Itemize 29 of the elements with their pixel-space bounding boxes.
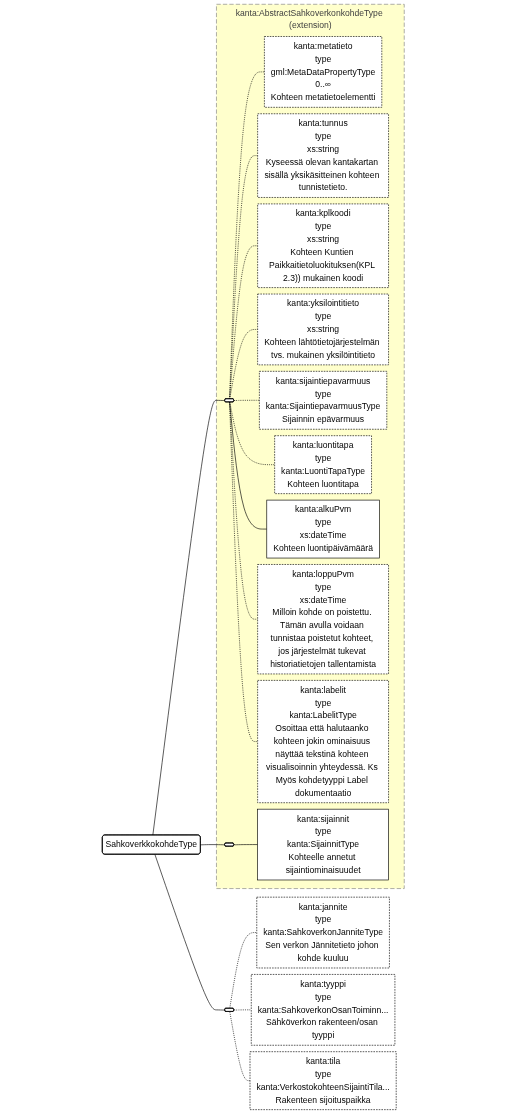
connector (229, 155, 258, 400)
connector (152, 400, 225, 836)
connector (233, 844, 258, 846)
node-box: kanta:labelit type kanta:LabelitType Osoittaa että halutaanko kohteen jokin ominaisuus näyttää tekstinä kohteen visualisoinnin yhteydessä. Ks Myös kohdetyyppi Label dokumentaatio (257, 680, 389, 804)
connector (229, 1011, 251, 1081)
node-box: kanta:kplkoodi type xs:string Kohteen Kuntien Paikkaitietoluokituksen(KPL 2.3)) mukainen koodi (257, 203, 389, 288)
node-box: kanta:loppuPvm type xs:dateTime Milloin kohde on poistettu. Tämän avulla voidaan tunnistaa poistetut kohteet, jos järjestelmät tukevat historiatietojen tallentamista (257, 564, 389, 675)
node-box: kanta:tila type kanta:VerkostokohteenSijaintiTila... Rakenteen sijoituspaikka (249, 1051, 397, 1110)
connector (229, 932, 257, 1009)
node-box: kanta:tyyppi type kanta:SahkoverkonOsanToiminn... Sähköverkon rakenteen/osan tyyppi (250, 974, 395, 1046)
node-box: kanta:metatieto type gml:MetaDataPropertyType 0..∞ Kohteen metatietoelementti (263, 36, 382, 108)
connector (233, 1009, 252, 1011)
connector (229, 245, 258, 400)
connector (229, 401, 258, 620)
connector (228, 71, 265, 400)
connector (200, 844, 225, 846)
node-box: kanta:sijainnit type kanta:SijainnitType Kohteelle annetut sijaintiominaisuudet (257, 808, 389, 881)
connector (154, 854, 225, 1011)
node-box: kanta:luontitapa type kanta:LuontiTapaType Kohteen luontitapa (274, 435, 372, 494)
node-box: kanta:yksilointitieto type xs:string Kohteen lähtötietojärjestelmän tvs. mukainen yksilöintitieto (257, 293, 389, 366)
node-box: kanta:alkuPvm type xs:dateTime Kohteen luontipäivämäärä (266, 499, 380, 559)
connector (229, 401, 275, 465)
node-box: kanta:sijaintiepavarmuus type kanta:SijaintiepavarmuusType Sijainnin epävarmuus (258, 371, 387, 430)
connector (233, 399, 260, 401)
node-box: kanta:tunnus type xs:string Kyseessä olevan kantakartan sisällä yksikäsitteinen kohteen tunnistetieto. (257, 113, 389, 198)
node-box: kanta:jannite type kanta:SahkoverkonJanniteType Sen verkon Jännitetieto johon kohde kuuluu (256, 896, 390, 969)
connector (229, 329, 258, 400)
connector (228, 401, 258, 742)
connector (229, 401, 267, 530)
